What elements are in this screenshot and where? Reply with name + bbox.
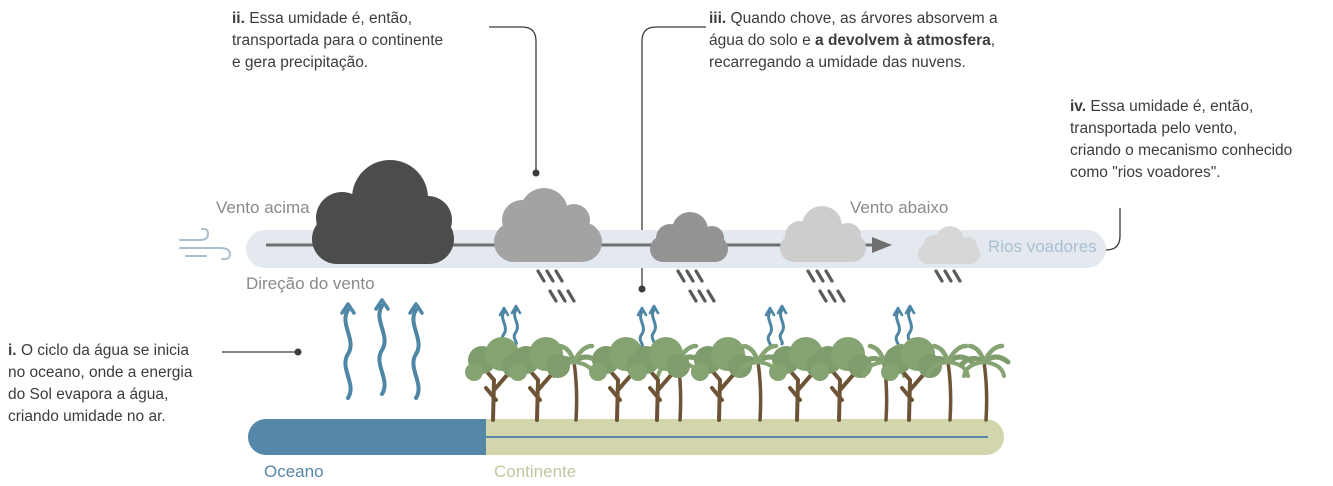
leader-lines (222, 26, 1121, 353)
evaporation-icon (374, 298, 390, 396)
annotation-iii-line: recarregando a umidade das nuvens. (709, 54, 966, 71)
transpiration-icon (892, 306, 904, 348)
annotation-i: i. O ciclo da água se inicia no oceano, … (8, 340, 222, 428)
annotation-iv-num: iv. (1070, 98, 1087, 115)
forest (463, 335, 1008, 422)
transpiration-icon (636, 306, 648, 348)
label-wind-up: Vento acima (216, 198, 310, 217)
annotation-iv: iv. Essa umidade é, então, transportada … (1070, 96, 1330, 184)
annotation-iv-line: Essa umidade é, então, (1090, 98, 1254, 115)
annotation-ii-line: transportada para o continente (232, 32, 444, 49)
annotation-i-line: criando umidade no ar. (8, 408, 166, 425)
tree-icon (879, 335, 944, 422)
evaporation-icon (408, 302, 424, 400)
wind-icon (179, 227, 232, 261)
annotation-iii-num: iii. (709, 10, 727, 27)
annotation-ii: ii. Essa umidade é, então, transportada … (232, 8, 492, 74)
leader-dot-iii (638, 285, 646, 293)
transpiration-icon (764, 306, 776, 348)
cloud-icon (650, 212, 728, 262)
annotation-iv-line: criando o mecanismo conhecido (1070, 142, 1293, 159)
tree-icon (809, 335, 874, 422)
transpiration-icon (776, 304, 788, 346)
arrowhead-icon (872, 237, 892, 253)
leader-dot-i (294, 348, 302, 356)
annotation-iii-text: , (990, 32, 996, 49)
cloud-icon (494, 188, 602, 262)
annotation-i-num: i. (8, 342, 17, 359)
annotation-iii: iii. Quando chove, as árvores absorvem a… (709, 8, 1089, 74)
rain-icon (676, 269, 716, 303)
rain-icon (536, 269, 576, 303)
evaporation-icon (340, 302, 356, 400)
ocean-strip (248, 419, 486, 455)
cloud-icon (918, 226, 980, 264)
annotation-iii-line: Quando chove, as árvores absorvem a (730, 10, 998, 27)
annotation-iv-line: como "rios voadores". (1070, 164, 1221, 181)
tree-icon (507, 335, 572, 422)
label-ocean: Oceano (264, 462, 324, 481)
rain-icon (934, 269, 962, 283)
leader-dot-ii (532, 169, 540, 177)
cloud-icon (312, 160, 454, 264)
label-wind-direction: Direção do vento (246, 274, 375, 293)
transpiration-icon (510, 304, 522, 346)
annotation-iii-text: água do solo e (709, 32, 816, 49)
palm-tree-icon (962, 346, 1008, 420)
rain-icon (806, 269, 846, 303)
label-wind-down: Vento abaixo (850, 198, 949, 217)
palm-tree-icon (926, 346, 972, 420)
label-continent: Continente (494, 462, 577, 481)
annotation-i-line: O ciclo da água se inicia (20, 342, 189, 359)
annotation-iii-emphasis: a devolvem à atmosfera (815, 32, 991, 49)
annotation-iv-line: transportada pelo vento, (1070, 120, 1238, 137)
annotation-i-line: do Sol evapora a água, (8, 386, 169, 403)
annotation-ii-line: e gera precipitação. (232, 54, 369, 71)
transpiration-icon (648, 304, 660, 346)
cloud-icon (780, 206, 866, 262)
tree-icon (689, 335, 754, 422)
annotation-i-line: no oceano, onde a energia (8, 364, 193, 381)
annotation-ii-line: Essa umidade é, então, (249, 10, 413, 27)
label-flying-rivers: Rios voadores (988, 237, 1097, 256)
annotation-ii-num: ii. (232, 10, 245, 27)
